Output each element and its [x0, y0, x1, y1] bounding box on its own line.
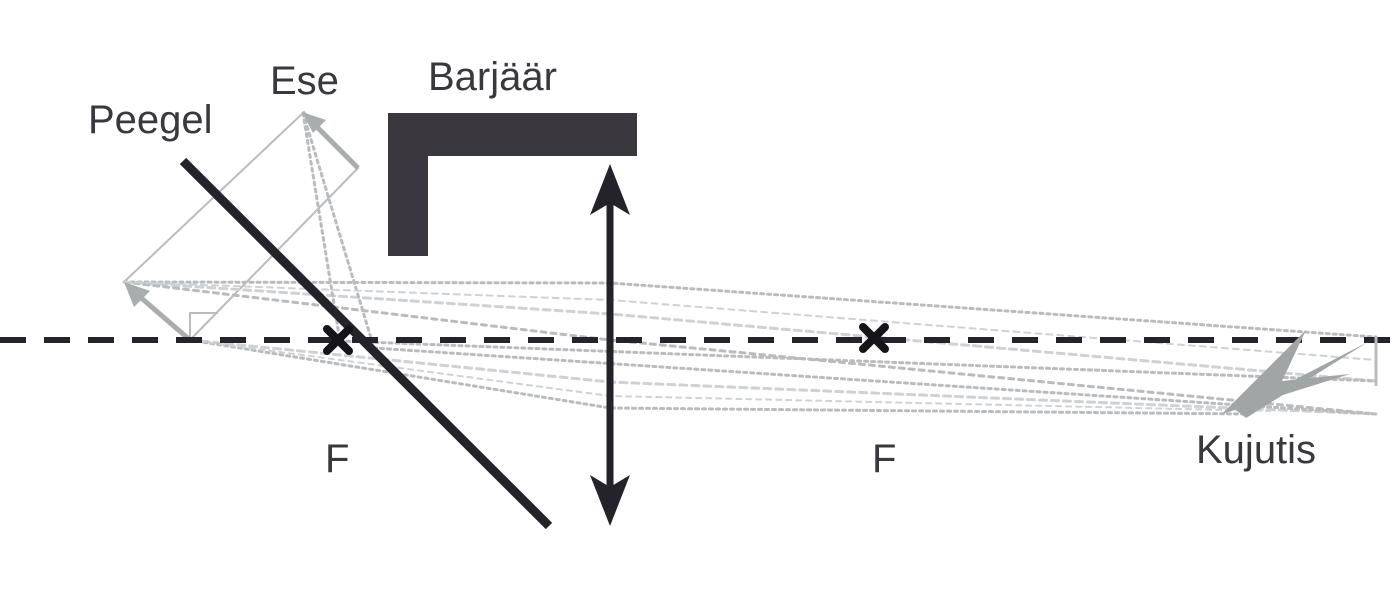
ray-5-base-parallel-icon — [188, 338, 1252, 416]
focus-right-marker — [859, 323, 889, 353]
object-arrow — [302, 112, 360, 170]
lens-arrowhead-bottom-icon — [590, 475, 630, 526]
lens-arrowhead-top-icon — [590, 164, 630, 215]
image-arrow — [1222, 330, 1378, 418]
right-angle-marker — [189, 312, 218, 340]
plane-mirror — [179, 157, 553, 530]
ray-7-object-to-mirror-b-icon — [301, 111, 1378, 416]
label-focus-right: F — [872, 437, 896, 481]
mirrored-object-arrow — [124, 282, 192, 342]
label-kujutis: Kujutis — [1196, 428, 1316, 472]
mirrored-arrow-head — [124, 282, 150, 307]
label-barjaar: Barjäär — [428, 55, 557, 99]
barrier-L-shape — [388, 113, 637, 256]
label-focus-left: F — [325, 437, 349, 481]
converging-lens — [590, 164, 630, 526]
ray-2-through-center-icon — [122, 280, 1378, 383]
ray-3-through-focus-icon — [122, 280, 1378, 416]
ray-group — [122, 111, 1378, 416]
label-peegel: Peegel — [88, 98, 213, 142]
image-arrow-head — [1222, 330, 1350, 414]
object-arrow-head — [302, 112, 326, 133]
label-ese: Ese — [270, 59, 339, 103]
focus-left-marker — [323, 325, 353, 355]
